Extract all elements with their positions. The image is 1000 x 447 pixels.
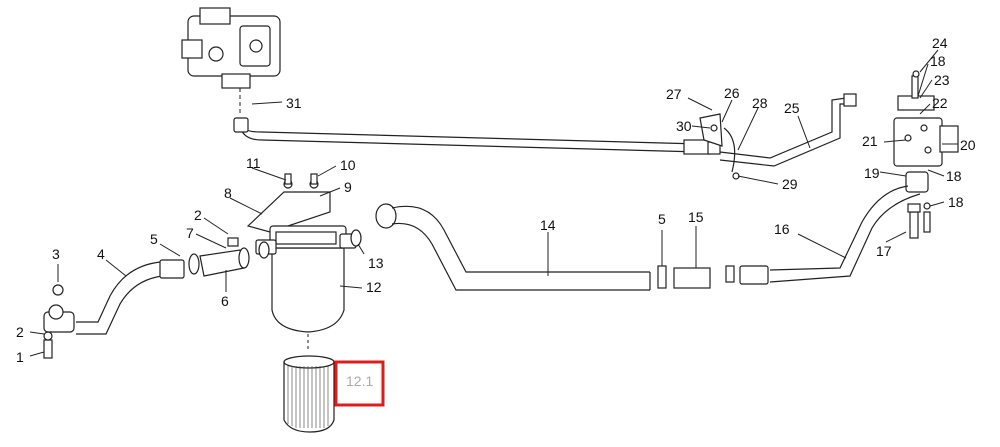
bracket-8 <box>246 173 331 233</box>
callout-18-mid: 18 <box>946 168 962 184</box>
fuel-filter-12 <box>255 225 357 350</box>
highlight-box <box>334 360 385 407</box>
callout-2-left: 2 <box>16 324 24 340</box>
callout-2-mid: 2 <box>194 207 202 223</box>
callout-12: 12 <box>366 279 382 295</box>
callout-10: 10 <box>340 157 356 173</box>
callout-25: 25 <box>784 100 800 116</box>
callout-30: 30 <box>676 118 692 134</box>
pump-assembly <box>181 7 281 116</box>
callout-8: 8 <box>224 185 232 201</box>
callout-6: 6 <box>221 293 229 309</box>
leader-lines <box>29 49 958 357</box>
o-ring-13 <box>350 229 362 247</box>
hose-14 <box>375 203 711 291</box>
callout-13: 13 <box>368 255 384 271</box>
callout-16: 16 <box>774 221 790 237</box>
callout-21: 21 <box>862 133 878 149</box>
callout-23: 23 <box>934 72 950 88</box>
return-line-upper <box>233 93 857 167</box>
callout-3: 3 <box>52 246 60 262</box>
callout-26: 26 <box>724 85 740 101</box>
callout-14: 14 <box>540 217 556 233</box>
callout-22: 22 <box>932 95 948 111</box>
callout-9: 9 <box>344 179 352 195</box>
callout-28: 28 <box>752 95 768 111</box>
callout-18-bottom: 18 <box>948 194 964 210</box>
filter-element-12.1 <box>283 355 335 433</box>
callout-12-1: 12.1 <box>346 373 373 389</box>
callout-17: 17 <box>876 243 892 259</box>
callout-29: 29 <box>782 176 798 192</box>
callout-labels: 1 2 3 4 5 7 2 8 11 10 9 6 13 12 14 5 15 … <box>16 35 976 389</box>
callout-7: 7 <box>186 225 194 241</box>
callout-18-top: 18 <box>930 53 946 69</box>
callout-31: 31 <box>286 95 302 111</box>
callout-24: 24 <box>932 35 948 51</box>
callout-11: 11 <box>246 155 261 171</box>
callout-27: 27 <box>666 86 682 102</box>
clip-bracket <box>699 113 740 180</box>
callout-4: 4 <box>97 246 105 262</box>
callout-19: 19 <box>864 165 880 181</box>
callout-5-left: 5 <box>150 231 158 247</box>
valve-block <box>893 70 959 167</box>
callout-20: 20 <box>960 137 976 153</box>
callout-5-right: 5 <box>658 211 666 227</box>
callout-1: 1 <box>16 349 24 365</box>
banjo-fitting <box>43 284 75 359</box>
bolt-17 <box>907 202 931 239</box>
hose-6 <box>188 237 270 277</box>
hose-4 <box>76 259 185 335</box>
hose-16 <box>725 171 929 285</box>
callout-15: 15 <box>688 209 704 225</box>
